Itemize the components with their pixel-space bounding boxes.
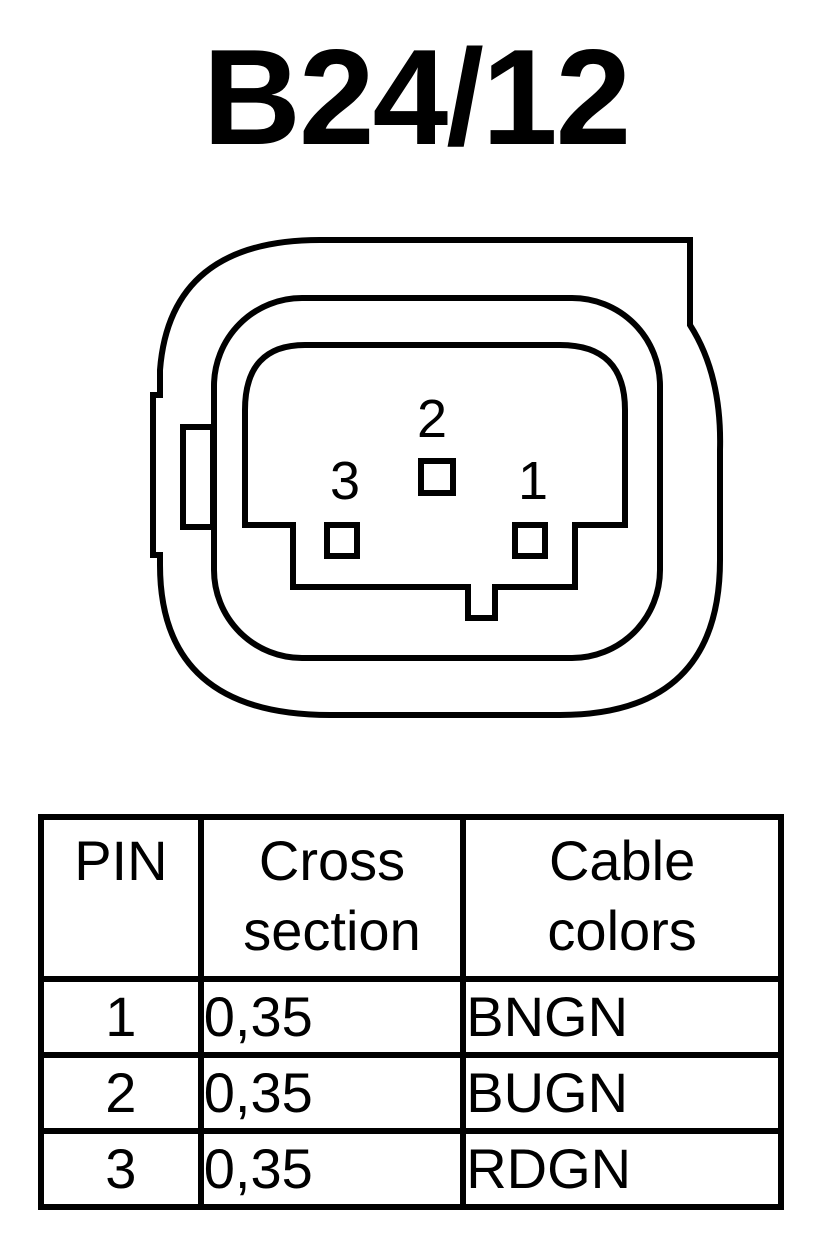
pin-contact-3: [324, 522, 360, 559]
table-header-row: PIN Cross section Cable colors: [38, 814, 784, 982]
header-cable-colors: Cable colors: [460, 814, 784, 982]
table-row: 2 0,35 BUGN: [38, 1052, 784, 1134]
table-row: 1 0,35 BNGN: [38, 976, 784, 1058]
pin-contact-1: [512, 522, 548, 559]
pin-label-2: 2: [417, 389, 447, 449]
pin-contact-2: [418, 458, 456, 496]
connector-face-diagram: 2 3 1: [150, 237, 724, 718]
connector-housing-outline: [150, 237, 724, 718]
connector-title: B24/12: [202, 21, 632, 173]
row-cable-color: BUGN: [460, 1052, 784, 1134]
pin-label-1: 1: [518, 451, 548, 511]
connector-inner-cavity: [211, 295, 663, 661]
row-cross-section: 0,35: [197, 1052, 467, 1134]
row-pin: 1: [38, 976, 204, 1058]
row-cable-color: RDGN: [460, 1128, 784, 1210]
pin-assignment-table: PIN Cross section Cable colors 1 0,35 BN…: [38, 814, 784, 1210]
connector-pin-insert: [242, 342, 628, 621]
table-row: 3 0,35 RDGN: [38, 1128, 784, 1210]
row-cross-section: 0,35: [197, 1128, 467, 1210]
row-cable-color: BNGN: [460, 976, 784, 1058]
row-cross-section: 0,35: [197, 976, 467, 1058]
pin-label-3: 3: [330, 451, 360, 511]
header-cross-section: Cross section: [197, 814, 467, 982]
connector-side-latch: [180, 424, 216, 530]
header-pin: PIN: [38, 814, 204, 982]
row-pin: 2: [38, 1052, 204, 1134]
row-pin: 3: [38, 1128, 204, 1210]
